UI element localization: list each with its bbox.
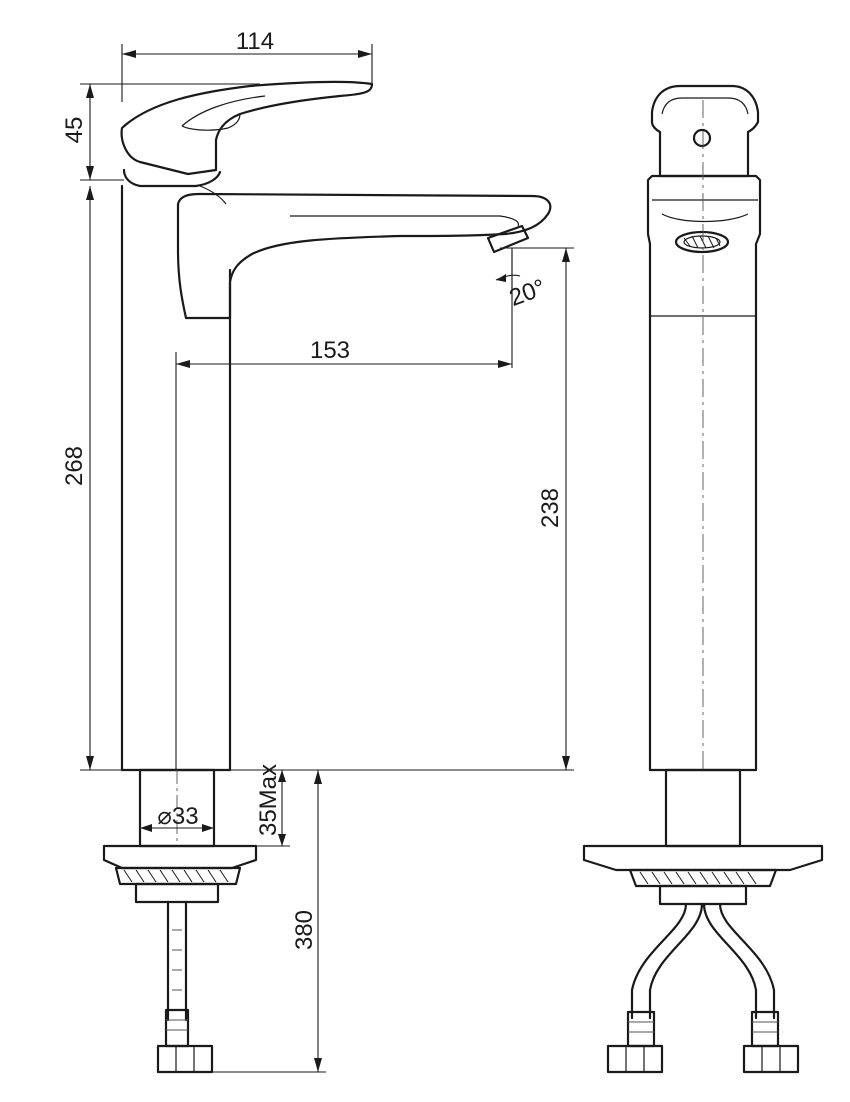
spout-inner — [290, 215, 520, 227]
front-handle-inner — [661, 97, 749, 115]
spout-transition — [199, 185, 227, 205]
front-view — [582, 84, 824, 1074]
dimension-shank-diameter: ⌀33 — [140, 803, 214, 832]
front-handle — [650, 84, 760, 178]
handle-base — [122, 168, 222, 188]
dimension-label-33: ⌀33 — [157, 803, 198, 830]
front-spout-outline — [652, 199, 758, 223]
front-body — [646, 174, 762, 772]
front-aerator — [674, 230, 730, 254]
spout — [176, 192, 552, 320]
handle-lever — [120, 80, 374, 176]
dimension-counter-thickness: 35Max — [214, 764, 290, 847]
dimension-label-268: 268 — [61, 446, 88, 486]
front-handle-indicator — [692, 128, 712, 148]
side-mounting-plate — [102, 844, 258, 904]
dimension-aerator-angle: 20° — [495, 250, 549, 312]
dimension-label-35max: 35Max — [255, 764, 282, 836]
handle-inner-line — [181, 95, 266, 131]
dimension-label-45: 45 — [61, 117, 88, 144]
front-shank — [664, 768, 742, 848]
dimension-spout-reach: 153 — [175, 248, 513, 770]
dimension-handle-length: 114 — [121, 28, 373, 102]
dimension-handle-height: 45 — [61, 83, 260, 181]
dimension-hose-length: 380 — [212, 770, 326, 1073]
front-mounting-plate — [582, 844, 824, 906]
dimension-label-238: 238 — [537, 488, 564, 528]
side-view — [102, 80, 552, 1074]
front-hoses — [606, 902, 800, 1074]
dimension-body-height: 268 — [61, 186, 122, 771]
dimension-label-153: 153 — [310, 337, 350, 364]
dimension-spout-height: 238 — [230, 247, 574, 771]
aerator — [486, 224, 530, 254]
dimension-label-114: 114 — [236, 28, 274, 55]
side-hose — [156, 900, 214, 1074]
dimension-label-380: 380 — [291, 910, 318, 950]
